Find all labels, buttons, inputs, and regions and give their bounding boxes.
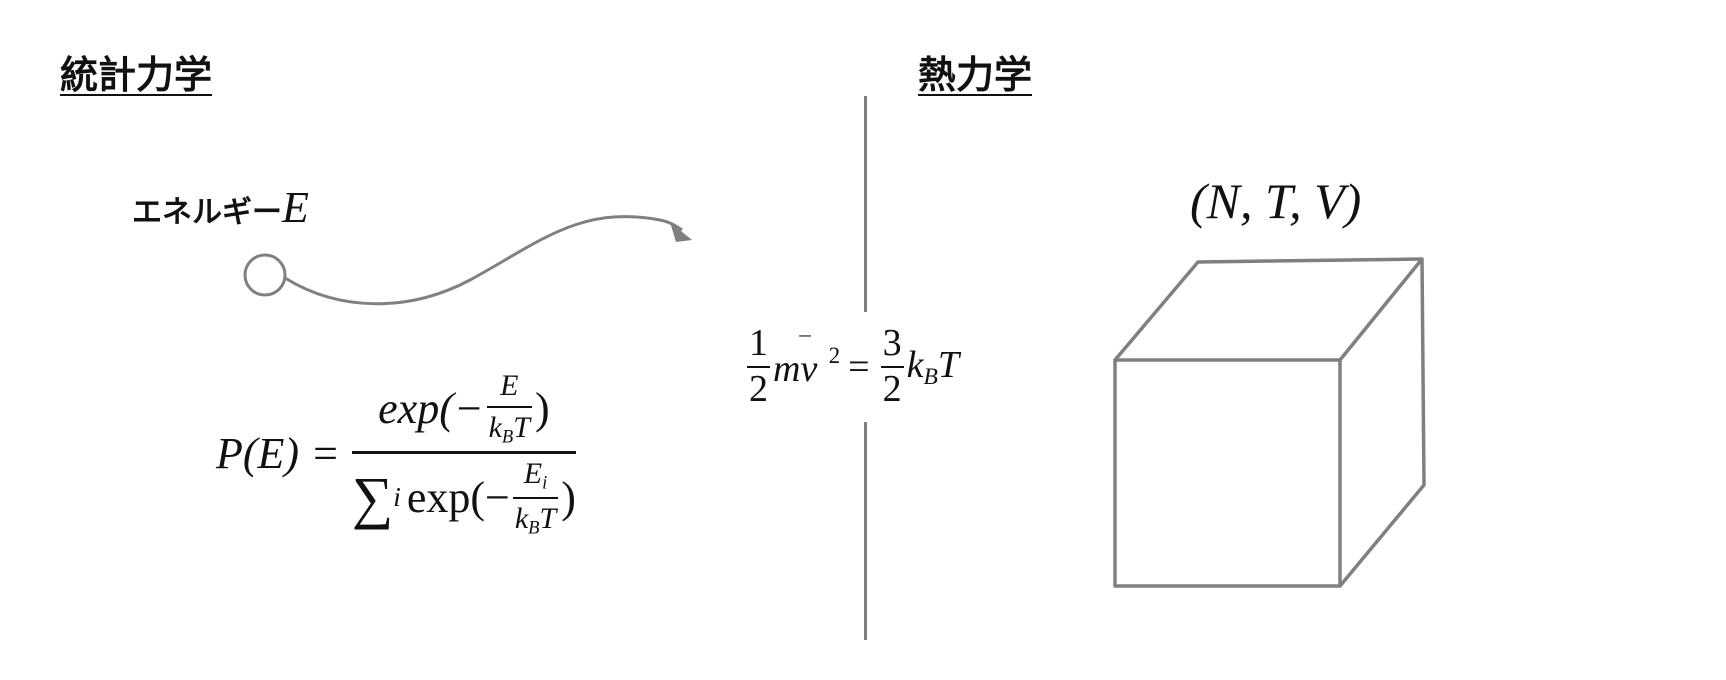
equals-sign: =: [848, 346, 870, 388]
kbt-denominator: kBT: [487, 410, 532, 448]
fraction-bar: [747, 366, 770, 368]
fraction-bar: [486, 405, 532, 408]
k-symbol: k: [906, 343, 924, 386]
i-subscript: i: [542, 472, 548, 494]
denominator-exp: exp(−: [406, 473, 510, 523]
energy-symbol: E: [500, 369, 519, 402]
denominator: ∑i exp(− Ei kBT ): [351, 456, 576, 539]
sum-index: i: [393, 482, 401, 513]
main-fraction: exp(− E kBT ) ∑i exp(− Ei kBT ): [351, 370, 576, 539]
fraction-one-half: 1 2: [747, 322, 770, 410]
boltzmann-probability-equation: P(E) = exp(− E kBT ) ∑i exp(− Ei kBT ): [216, 370, 576, 538]
energy-i: Ei: [522, 456, 550, 494]
mass-velocity: mv¯2: [773, 333, 840, 391]
half-denominator: 2: [749, 368, 768, 410]
energy-label-text: エネルギー: [132, 195, 282, 230]
three-numerator: 3: [882, 322, 902, 365]
t-symbol: T: [539, 501, 557, 535]
mv-symbol: mv: [773, 348, 818, 391]
fraction-bar: [880, 366, 904, 368]
probability-lhs: P(E): [216, 429, 300, 479]
t-symbol: T: [937, 343, 959, 386]
equals-sign: =: [313, 429, 338, 479]
wavy-arrow-icon: [284, 215, 683, 306]
main-fraction-bar: [351, 450, 576, 454]
k-symbol: k: [488, 410, 502, 444]
b-subscript: B: [528, 517, 540, 539]
kinetic-energy-equation: 1 2 mv¯2 = 3 2 kBT: [740, 312, 963, 422]
energy-symbol: E: [523, 456, 543, 490]
three-denominator: 2: [882, 368, 902, 410]
b-subscript: B: [923, 364, 938, 391]
numerator: exp(− E kBT ): [378, 370, 549, 447]
half-numerator: 1: [749, 322, 768, 365]
denominator-inner-fraction: Ei kBT: [512, 456, 559, 539]
mean-bar: ¯: [799, 332, 811, 358]
numerator-exp: exp(−: [378, 383, 484, 433]
numerator-inner-fraction: E kBT: [486, 369, 532, 448]
container-cube-icon: [1113, 257, 1426, 588]
k-symbol: k: [514, 501, 529, 535]
b-subscript: B: [501, 426, 514, 448]
t-symbol: T: [513, 410, 530, 444]
square-exponent: 2: [828, 342, 841, 368]
velocity-square: ¯2: [799, 333, 840, 368]
energy-label: エネルギーE: [132, 182, 309, 233]
fraction-three-halves: 3 2: [880, 322, 904, 410]
energy-symbol: E: [282, 183, 309, 232]
state-variables-label: (N, T, V): [1190, 173, 1362, 229]
arrow-head-icon: [670, 222, 692, 242]
fraction-bar: [512, 496, 559, 499]
close-paren: ): [534, 383, 550, 433]
sum-symbol: ∑: [351, 464, 394, 530]
close-paren: ): [561, 473, 576, 523]
kbt-denominator: kBT: [513, 501, 558, 539]
heading-thermodynamics: 熱力学: [918, 53, 1033, 97]
boltzmann-temperature: kBT: [907, 343, 959, 391]
particle-circle-icon: [243, 253, 287, 297]
heading-statistical-mechanics: 統計力学: [60, 53, 213, 97]
